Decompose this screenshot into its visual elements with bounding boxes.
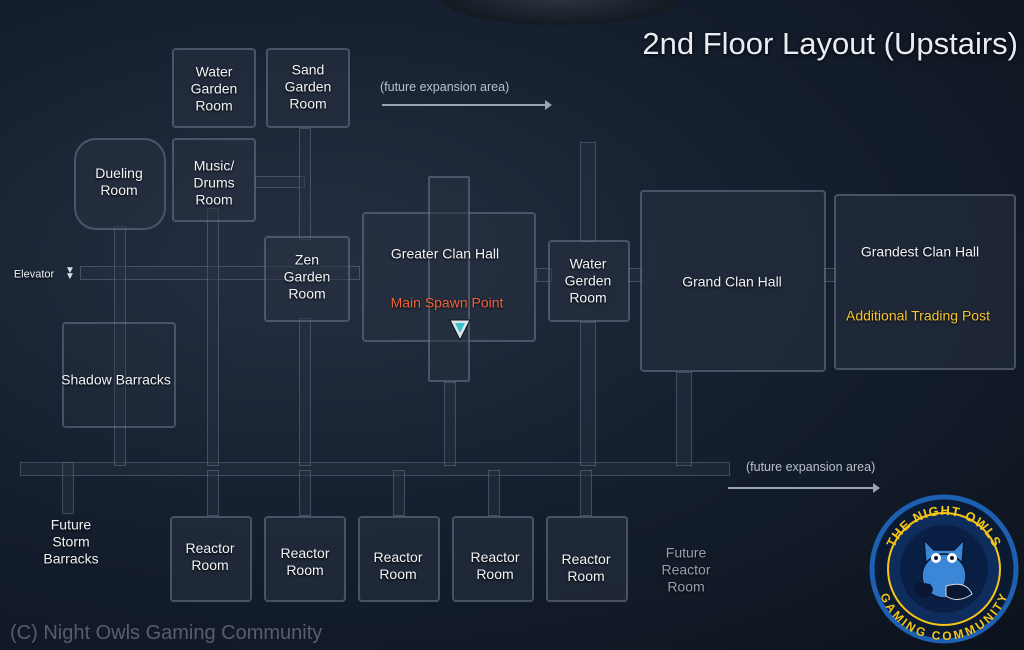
shadow-barracks-room bbox=[62, 322, 176, 428]
sand-garden-room bbox=[266, 48, 350, 128]
water-garden-label: Water Garden Room bbox=[191, 64, 238, 115]
dueling-text: Dueling Room bbox=[95, 165, 143, 198]
greater-clan-hall-cross bbox=[428, 176, 470, 382]
sand-garden-label: Sand Garden Room bbox=[285, 62, 332, 113]
future-expansion-label-top: (future expansion area) bbox=[380, 80, 510, 94]
water-gerden-text: Water Gerden Room bbox=[564, 255, 612, 306]
grandest-clan-hall-label: Grandest Clan Hall bbox=[860, 243, 980, 260]
storm-corridor bbox=[62, 462, 74, 514]
zen-garden-label: Zen Garden Room bbox=[284, 252, 331, 303]
elevator-icon: ▼▼ bbox=[65, 265, 75, 282]
night-owls-logo: THE NIGHT OWLS GAMING COMMUNITY bbox=[869, 494, 1019, 644]
owl-icon bbox=[914, 538, 973, 600]
future-storm-barracks-text: Future Storm Barracks bbox=[43, 516, 99, 567]
dueling-room bbox=[74, 138, 166, 230]
expansion-arrow-top bbox=[382, 100, 552, 110]
additional-trading-post-label: Additional Trading Post bbox=[846, 307, 990, 324]
reactor-room-3-text: Reactor Room bbox=[373, 549, 423, 582]
expansion-arrow-bottom bbox=[728, 483, 880, 493]
hall-vertical-corridor bbox=[444, 382, 456, 466]
dueling-label: Dueling Room bbox=[95, 165, 142, 199]
reactor-room-4-text: Reactor Room bbox=[470, 549, 520, 582]
water-gerden-label: Water Gerden Room bbox=[565, 256, 612, 307]
music-drums-room bbox=[172, 138, 256, 222]
water-garden-room bbox=[172, 48, 256, 128]
future-reactor-room-label: Future Reactor Room bbox=[661, 545, 710, 596]
copyright-watermark: (C) Night Owls Gaming Community bbox=[10, 622, 323, 644]
grand-clan-hall-label: Grand Clan Hall bbox=[682, 273, 782, 290]
reactor-room-2-label: Reactor Room bbox=[280, 545, 329, 579]
water-gerden-room bbox=[548, 240, 630, 322]
reactor-room-1 bbox=[170, 516, 252, 602]
shadow-barracks-label: Shadow Barracks bbox=[61, 371, 171, 388]
reactor-room-5-text: Reactor Room bbox=[561, 551, 611, 584]
reactor-room-5 bbox=[546, 516, 628, 602]
grand-vertical-corridor bbox=[676, 372, 692, 466]
reactor3-link bbox=[393, 470, 405, 516]
upper-water-corridor bbox=[580, 142, 596, 242]
future-reactor-room-text: Future Reactor Room bbox=[661, 544, 711, 595]
reactor-room-1-label: Reactor Room bbox=[185, 540, 234, 574]
music-drums-text: Music/ Drums Room bbox=[193, 157, 235, 208]
reactor-room-2 bbox=[264, 516, 346, 602]
zen-vertical-corridor bbox=[299, 318, 311, 466]
reactor1-link bbox=[207, 470, 219, 516]
lower-main-corridor bbox=[20, 462, 730, 476]
reactor-room-3 bbox=[358, 516, 440, 602]
grandest-clan-hall-room bbox=[834, 194, 1016, 370]
reactor2-link bbox=[299, 470, 311, 516]
reactor-room-2-text: Reactor Room bbox=[280, 545, 330, 578]
greater-clan-hall-label: Greater Clan Hall bbox=[390, 245, 500, 262]
grand-clan-hall-room bbox=[640, 190, 826, 372]
zen-garden-room bbox=[264, 236, 350, 322]
reactor-room-4-label: Reactor Room bbox=[470, 549, 519, 583]
sand-to-zen-corridor bbox=[299, 128, 311, 240]
music-to-sand-corridor bbox=[255, 176, 305, 188]
reactor-room-5-label: Reactor Room bbox=[561, 551, 610, 585]
water-garden-text: Water Garden Room bbox=[190, 63, 238, 114]
reactor-room-3-label: Reactor Room bbox=[373, 549, 422, 583]
spawn-marker-icon bbox=[449, 319, 471, 342]
sand-garden-text: Sand Garden Room bbox=[284, 61, 332, 112]
reactor-room-1-text: Reactor Room bbox=[185, 540, 235, 573]
future-expansion-label-bottom: (future expansion area) bbox=[746, 460, 876, 474]
map-title: 2nd Floor Layout (Upstairs) bbox=[642, 26, 1018, 61]
future-storm-barracks-label: Future Storm Barracks bbox=[43, 517, 98, 568]
music-vertical-corridor bbox=[207, 208, 219, 466]
zen-garden-text: Zen Garden Room bbox=[283, 251, 331, 302]
lower-water-corridor bbox=[580, 322, 596, 466]
music-drums-label: Music/ Drums Room bbox=[193, 158, 234, 209]
reactor-room-4 bbox=[452, 516, 534, 602]
reactor4-link bbox=[488, 470, 500, 516]
reactor5-link bbox=[580, 470, 592, 516]
main-spawn-point-label: Main Spawn Point bbox=[390, 294, 504, 311]
elevator-label: Elevator bbox=[13, 268, 55, 281]
